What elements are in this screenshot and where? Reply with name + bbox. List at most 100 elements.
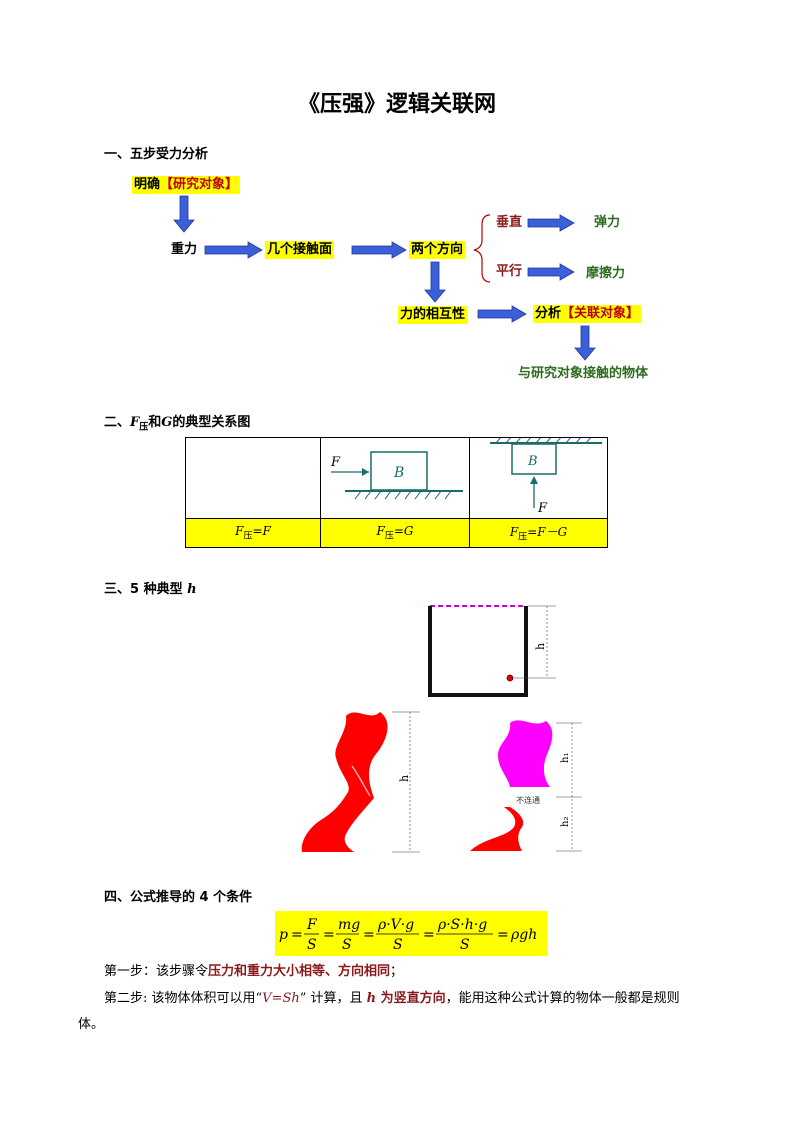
- arrow-right-2: [351, 241, 407, 259]
- formula-cell-2: F压=G: [320, 518, 470, 548]
- split-vessel-diagram: 不连通 h₁ h₂: [470, 720, 582, 852]
- node-parallel: 平行: [496, 264, 523, 279]
- pressure-formula-svg: p= FS = mgS = ρ·V·gS = ρ·S·h·gS = ρgh: [279, 917, 537, 953]
- magenta-liquid-shape: [498, 720, 553, 787]
- step2-wrap: 体。: [78, 1017, 105, 1032]
- ground-hatch: [354, 490, 452, 500]
- step2-paragraph: 第二步: 该物体体积可以用“V=Sh” 计算，且 h 为竖直方向，能用这种公式计…: [104, 986, 724, 1012]
- not-connected-label: 不连通: [516, 795, 540, 805]
- svg-text:ρ·S·h·g: ρ·S·h·g: [437, 917, 487, 933]
- formula-cell-1: F压=F: [185, 518, 321, 548]
- section3-heading-h: h: [187, 582, 197, 597]
- page-title: 《压强》逻辑关联网: [297, 91, 496, 117]
- up-force-label: F: [537, 501, 548, 516]
- svg-text:F: F: [306, 917, 318, 933]
- svg-text:ρ·V·g: ρ·V·g: [377, 917, 414, 933]
- node-friction: 摩擦力: [586, 266, 626, 281]
- step2-vsh: V=Sh: [262, 991, 300, 1006]
- flowchart-arrows: [173, 195, 596, 361]
- h2-label: h₂: [560, 817, 571, 827]
- step2-mid: ” 计算，且: [299, 991, 367, 1006]
- svg-text:S: S: [307, 937, 317, 953]
- step1-prefix: 第一步：该步骤令: [104, 964, 209, 979]
- point-marker: [506, 674, 514, 682]
- section2-heading: 二、F压和G的典型关系图: [104, 411, 250, 433]
- section2-heading-mid: 和: [148, 415, 162, 430]
- svg-text:S: S: [393, 937, 403, 953]
- section2-heading-G: G: [161, 415, 173, 430]
- node-interaction: 力的相互性: [398, 306, 468, 324]
- svg-text:ρgh: ρgh: [510, 927, 537, 943]
- ceiling-push-diagram: B F: [490, 438, 602, 516]
- node-contact-objects: 与研究对象接触的物体: [518, 366, 649, 381]
- section1-heading: 一、五步受力分析: [104, 147, 209, 162]
- svg-text:S: S: [342, 937, 352, 953]
- svg-text:=: =: [291, 927, 303, 943]
- node-study-object-prefix: 明确: [134, 177, 161, 192]
- section4-heading: 四、公式推导的 4 个条件: [104, 890, 253, 905]
- step2-highlight: 为竖直方向: [376, 991, 446, 1006]
- node-elastic-force: 弹力: [594, 215, 621, 230]
- step1-highlight: 压力和重力大小相等、方向相同: [208, 964, 391, 979]
- step1-suffix: ；: [390, 964, 404, 979]
- step2-h: h: [366, 991, 377, 1006]
- section2-heading-suffix: 的典型关系图: [172, 415, 251, 430]
- liquid-gap: [351, 765, 371, 797]
- arrow-down-3: [574, 325, 596, 361]
- svg-text:=: =: [423, 927, 435, 943]
- arrow-right-1: [204, 241, 263, 259]
- node-two-directions: 两个方向: [409, 241, 466, 259]
- red-liquid-shape: [301, 712, 388, 852]
- arrow-down-1: [173, 195, 195, 233]
- container-h-label: h: [534, 643, 547, 650]
- red-vessel-diagram: h: [301, 711, 420, 853]
- red-lower-liquid: [470, 807, 524, 851]
- section2-heading-prefix: 二、: [104, 415, 131, 430]
- block-b-label: B: [393, 465, 404, 481]
- section3-heading-prefix: 三、5 种典型: [104, 582, 188, 597]
- svg-text:=: =: [363, 927, 375, 943]
- block-b-ceiling: [511, 443, 557, 475]
- container-diagram: h: [428, 605, 556, 697]
- node-vertical: 垂直: [496, 215, 523, 230]
- arrow-down-2: [424, 261, 446, 303]
- figure-cell-1: [185, 437, 321, 519]
- svg-text:mg: mg: [338, 917, 360, 933]
- step2-prefix: 第二步: 该物体体积可以用“: [104, 991, 263, 1006]
- container-walls: [428, 606, 528, 697]
- section2-heading-sub: 压: [139, 422, 149, 433]
- ceiling-hatch: [495, 438, 591, 444]
- node-related-object-prefix: 分析: [535, 306, 562, 321]
- figure-cell-3: B F: [469, 437, 608, 519]
- force-arrow-head: [362, 468, 369, 476]
- node-gravity: 重力: [171, 242, 198, 257]
- node-study-object: 明确【研究对象】: [132, 176, 241, 194]
- formula-cell-3: F压=F－G: [469, 518, 608, 548]
- node-contact-surfaces: 几个接触面: [265, 241, 335, 259]
- svg-text:=: =: [497, 927, 509, 943]
- section3-heading: 三、5 种典型 h: [104, 578, 197, 597]
- svg-text:S: S: [460, 937, 470, 953]
- brace: [473, 214, 491, 283]
- figure-cell-2: B F: [320, 437, 470, 519]
- arrow-right-3: [527, 214, 575, 232]
- relation-table: B F: [185, 437, 608, 548]
- step1-paragraph: 第一步：该步骤令压力和重力大小相等、方向相同；: [104, 959, 724, 985]
- node-study-object-bracket: 【研究对象】: [160, 177, 239, 192]
- force-label: F: [330, 455, 341, 470]
- svg-text:=: =: [323, 927, 335, 943]
- block-b: [370, 451, 428, 491]
- node-related-object-bracket: 【关联对象】: [561, 306, 640, 321]
- node-related-object: 分析【关联对象】: [533, 305, 642, 323]
- svg-text:p: p: [279, 927, 288, 943]
- arrow-right-4: [527, 263, 575, 281]
- arrow-right-5: [477, 305, 527, 323]
- section2-heading-F: F: [130, 415, 140, 430]
- h1-label: h₁: [560, 753, 571, 763]
- red-h-label: h: [398, 775, 411, 782]
- block-b-ceiling-label: B: [527, 454, 538, 469]
- up-force-head: [530, 476, 538, 484]
- step2-suffix: ，能用这种公式计算的物体一般都是规则: [445, 991, 680, 1006]
- horizontal-push-diagram: B F: [330, 451, 463, 500]
